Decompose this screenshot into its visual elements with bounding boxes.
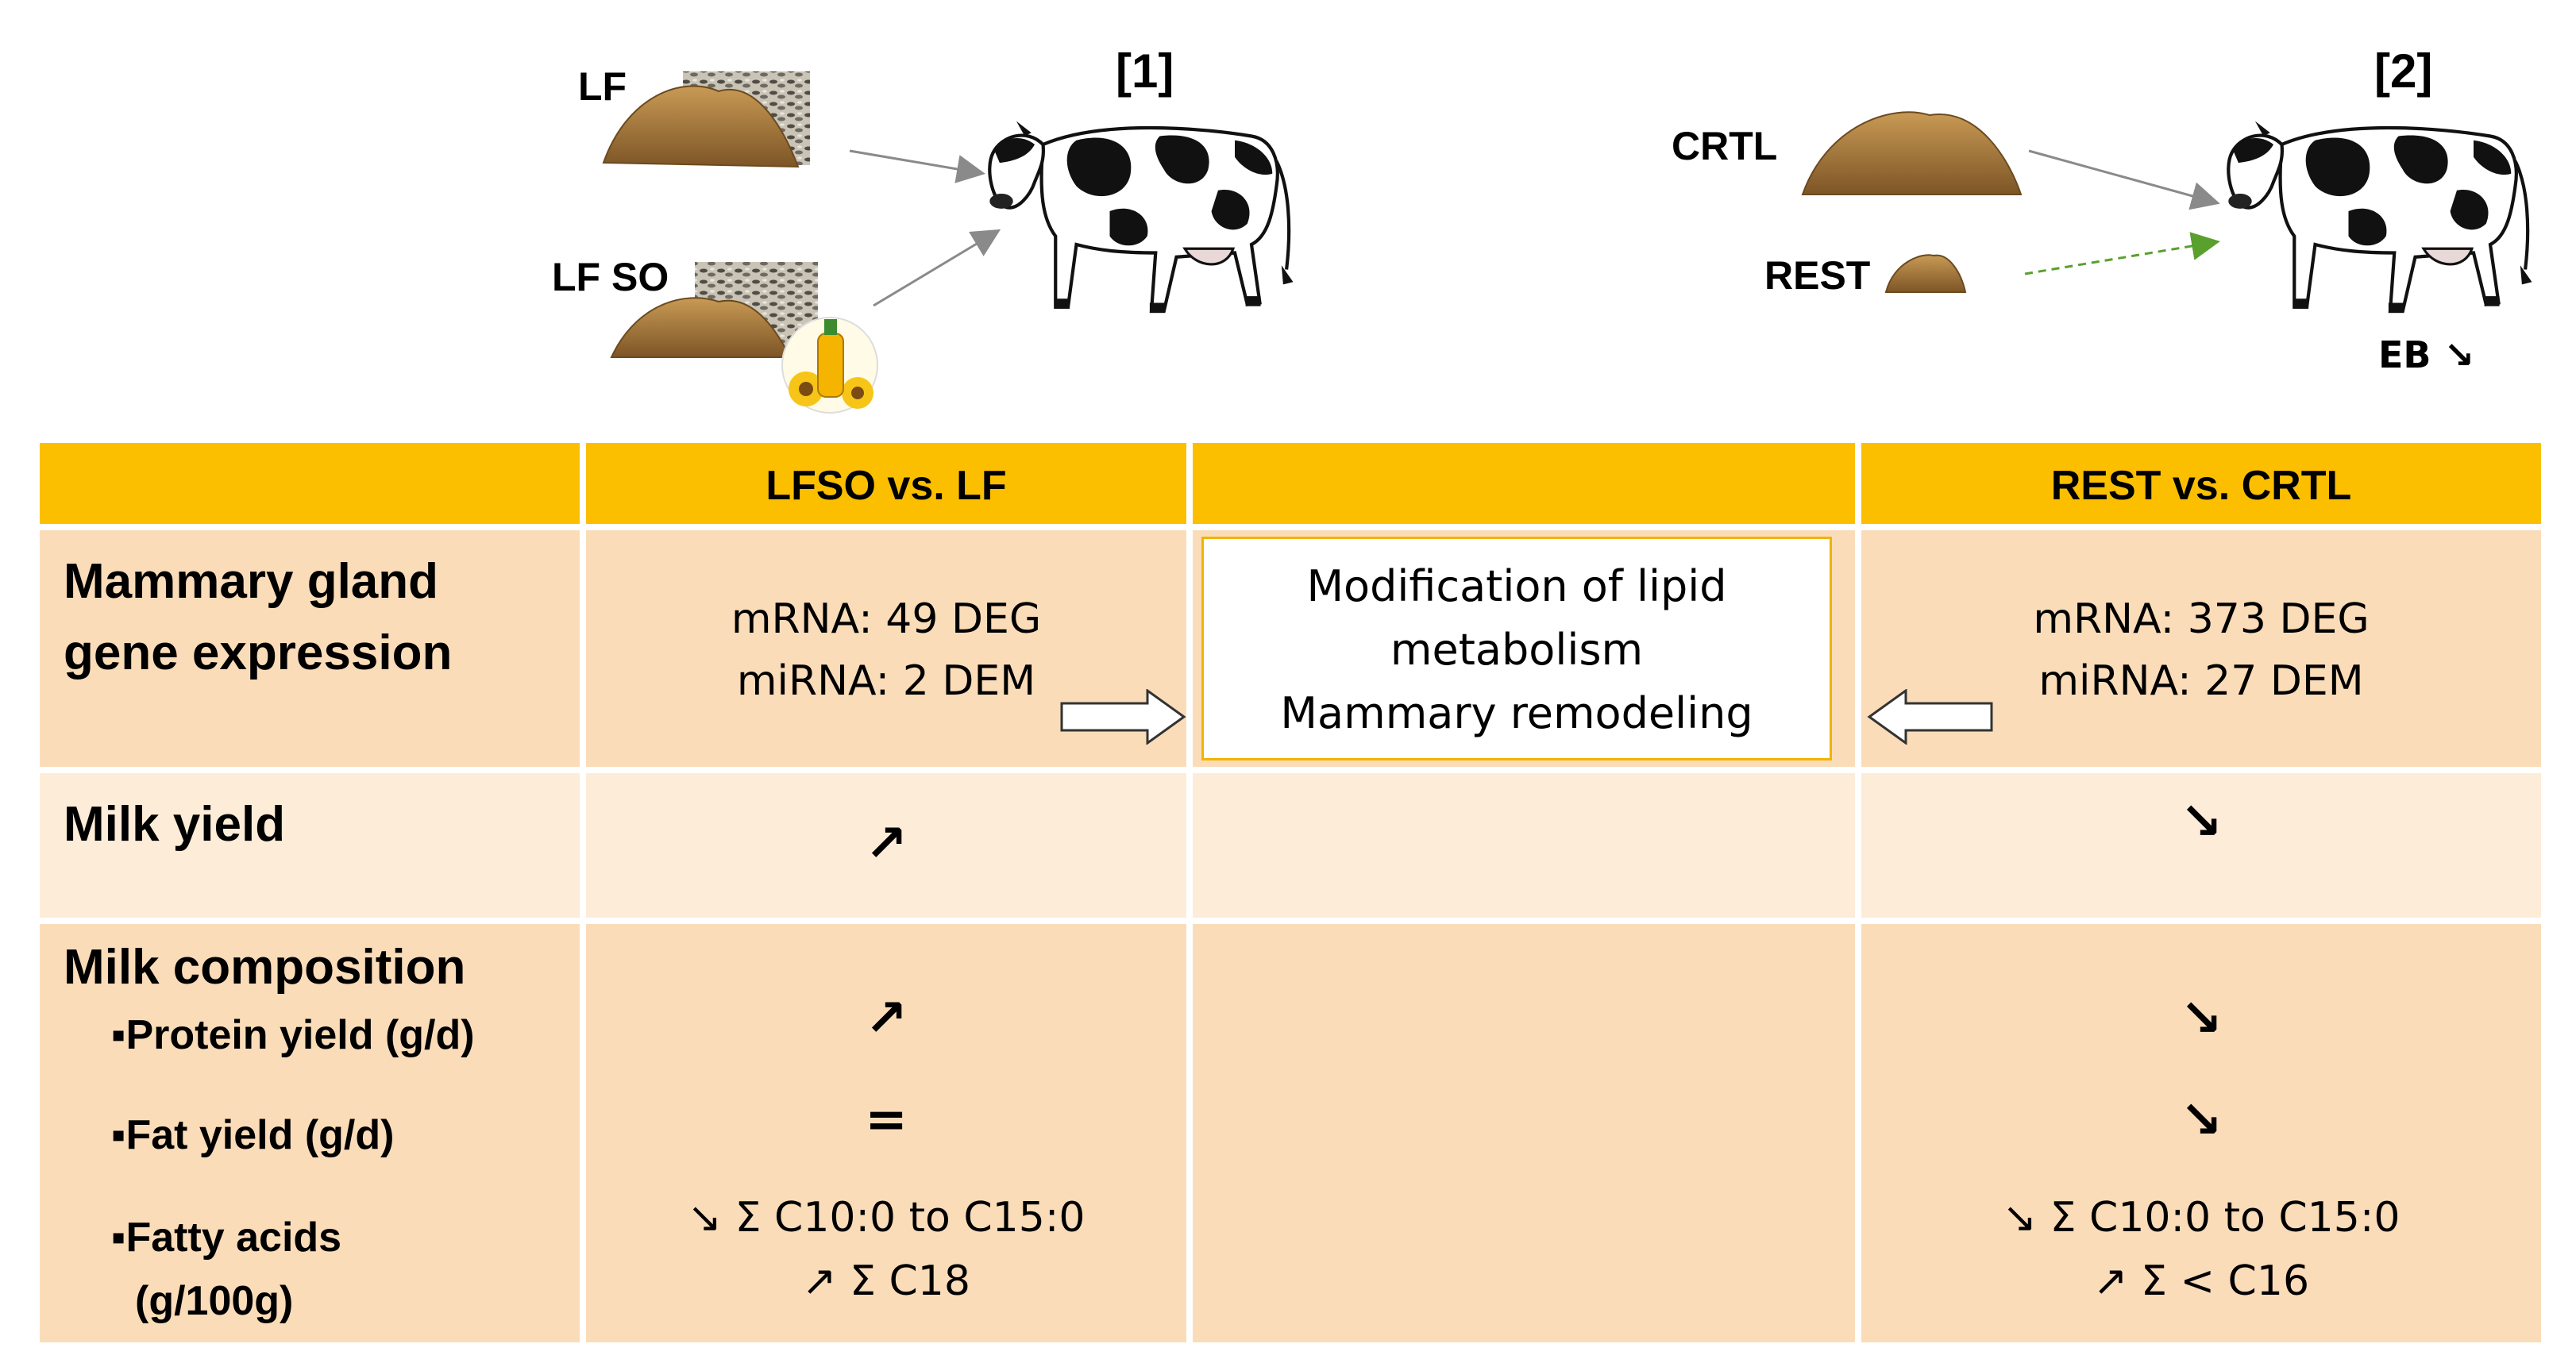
header-lfso: LFSO vs. LF [765,463,1007,509]
fatty-acids-unit: (g/100g) [135,1278,294,1324]
left-block-arrow-icon [1867,689,1993,745]
feed-label-rest: REST [1764,253,1871,298]
protein-yield-label: ▪Protein yield (g/d) [111,1012,475,1058]
header-cell [1193,443,1855,524]
row-title-milk-composition: Milk composition [64,940,466,995]
hay-pile-image [1801,111,2023,195]
conclusion-line3: Mammary remodeling [1280,688,1753,738]
lfso-mrna: mRNA: 49 DEG [731,595,1042,643]
sunflower-oil-icon [781,317,878,414]
fatty-acids-label: ▪Fatty acids [111,1215,342,1261]
rest-protein-arrow: ↘ [2180,989,2223,1048]
rest-composition-cell: ↘ ↘ ↘ Σ C10:0 to C15:0 ↗ Σ < C16 [1861,924,2541,1342]
row-title-gene-expression-line2: gene expression [64,626,453,680]
header-cell [40,443,580,524]
conclusion-line2: metabolism [1390,625,1644,675]
lfso-fa-line1: ↘ Σ C10:0 to C15:0 [687,1194,1086,1242]
rest-fa-line1: ↘ Σ C10:0 to C15:0 [2002,1194,2401,1242]
center-milk-yield-cell [1193,773,1855,918]
study-ref-1: [1] [1116,44,1174,98]
study-ref-2: [2] [2374,44,2433,98]
row-milk-yield-title-cell: Milk yield [40,773,580,918]
rest-fat-arrow: ↘ [2180,1091,2223,1149]
feed-arrow [873,229,1001,307]
header-rest: REST vs. CRTL [2050,463,2352,509]
rest-mrna: mRNA: 373 DEG [2033,595,2370,643]
header-cell: REST vs. CRTL [1861,443,2541,524]
fat-yield-label: ▪Fat yield (g/d) [111,1112,395,1158]
row-gene-expression-title-cell: Mammary gland gene expression [40,530,580,767]
feed-arrow [849,149,985,183]
feed-arrow [2028,149,2220,210]
center-composition-cell [1193,924,1855,1342]
restriction-arrow [2024,232,2220,275]
rest-fa-line2: ↗ Σ < C16 [2092,1257,2310,1305]
rest-mirna: miRNA: 27 DEM [2038,657,2364,705]
conclusion-box: Modification of lipid metabolism Mammary… [1201,537,1832,760]
hay-pile-image [602,85,800,168]
header-cell: LFSO vs. LF [586,443,1186,524]
cow-image [989,121,1293,313]
right-block-arrow-icon [1060,689,1186,745]
hay-pile-image [610,297,792,358]
feed-label-lfso: LF SO [552,255,669,299]
lfso-fat-equal: = [865,1091,908,1149]
protein-yield-text: Protein yield (g/d) [125,1012,475,1058]
rest-milk-yield-arrow: ↘ [2180,792,2223,851]
feed-label-crtl: CRTL [1672,124,1778,168]
lfso-fa-line2: ↗ Σ C18 [802,1257,970,1305]
cow-image [2228,121,2532,313]
row-title-gene-expression-line1: Mammary gland [64,554,439,609]
lfso-mirna: miRNA: 2 DEM [736,657,1036,705]
fat-yield-text: Fat yield (g/d) [125,1112,395,1158]
conclusion-line1: Modification of lipid [1306,561,1727,611]
rest-milk-yield-cell: ↘ [1861,773,2541,918]
lfso-composition-cell: ↗ = ↘ Σ C10:0 to C15:0 ↗ Σ C18 [586,924,1186,1342]
feed-label-lf: LF [578,64,627,109]
lfso-milk-yield-arrow: ↗ [865,814,908,873]
small-hay-pile-image [1884,254,1967,293]
fatty-acids-text: Fatty acids [125,1215,342,1261]
lfso-protein-arrow: ↗ [865,989,908,1048]
row-title-milk-yield: Milk yield [64,797,286,852]
energy-balance-label: EB ↘ [2378,333,2475,376]
illustration-canvas [602,71,2576,414]
row-milk-composition-title-cell: Milk composition ▪Protein yield (g/d) ▪F… [40,924,580,1342]
lfso-milk-yield-cell: ↗ [586,773,1186,918]
